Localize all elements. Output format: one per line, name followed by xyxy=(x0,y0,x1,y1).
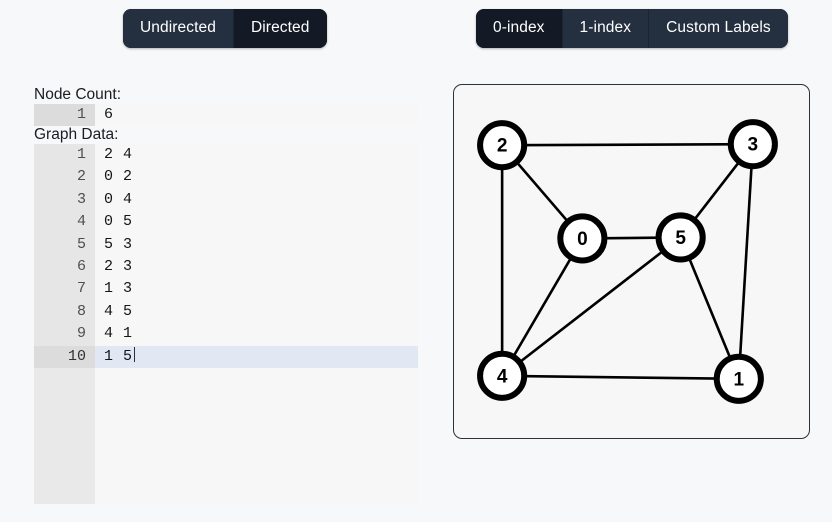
editor-line[interactable]: 4 0 5 xyxy=(34,211,418,234)
graph-data-editor[interactable]: 1 2 4 2 0 2 3 0 4 4 0 5 5 5 3 6 2 3 7 1 3 8 4 5 9 4 1 10 1 … xyxy=(34,144,418,504)
graph-node-label: 2 xyxy=(497,136,508,157)
graph-edge xyxy=(501,236,682,377)
graph-node-1[interactable]: 1 xyxy=(713,353,764,404)
graph-node-label: 5 xyxy=(675,228,686,249)
line-number: 3 xyxy=(34,188,95,212)
graph-node-3[interactable]: 3 xyxy=(727,119,778,170)
graph-node-label: 3 xyxy=(748,135,759,156)
editor-line[interactable]: 8 4 5 xyxy=(34,300,418,324)
line-text[interactable]: 2 4 xyxy=(104,146,133,163)
graph-edge xyxy=(737,144,755,379)
graph-node-label: 0 xyxy=(577,229,588,250)
graph-node-label: 4 xyxy=(497,366,508,387)
line-number: 2 xyxy=(34,166,95,189)
graph-node-circle[interactable] xyxy=(477,120,528,171)
line-number: 7 xyxy=(34,278,95,301)
editor-line[interactable]: 2 0 2 xyxy=(34,166,418,189)
graph-edge xyxy=(679,236,741,380)
editor-line[interactable]: 3 0 4 xyxy=(34,188,418,212)
line-number: 8 xyxy=(34,300,95,324)
graph-node-2[interactable]: 2 xyxy=(477,120,528,171)
line-number: 1 xyxy=(34,144,95,167)
graph-node-circle[interactable] xyxy=(655,212,706,263)
graph-nodes-layer: 2 3 0 5 4 1 xyxy=(477,119,778,404)
line-text[interactable]: 6 xyxy=(104,106,114,123)
line-number: 5 xyxy=(34,233,95,256)
line-text[interactable]: 0 2 xyxy=(104,168,133,186)
editor-line[interactable]: 1 2 4 xyxy=(34,144,418,167)
graph-node-label: 1 xyxy=(734,369,745,390)
node-indexing-toggle-option-0-index[interactable]: 0-index xyxy=(476,9,562,48)
line-text[interactable]: 0 5 xyxy=(104,213,133,231)
editor-line[interactable]: 6 2 3 xyxy=(34,255,418,279)
editor-body-filler[interactable] xyxy=(95,368,418,504)
editor-line[interactable]: 10 1 5 xyxy=(34,345,418,368)
graph-node-circle[interactable] xyxy=(727,119,778,170)
editor-line[interactable]: 9 4 1 xyxy=(34,323,418,346)
line-number: 4 xyxy=(34,211,95,234)
node-count-label: Node Count: xyxy=(34,86,122,103)
line-text[interactable]: 4 5 xyxy=(104,302,133,320)
graph-node-circle[interactable] xyxy=(557,213,608,264)
graph-node-circle[interactable] xyxy=(713,353,764,404)
node-indexing-toggle-option-1-index[interactable]: 1-index xyxy=(561,9,649,48)
graph-edges-layer xyxy=(500,142,755,381)
node-indexing-toggle-option-custom-labels[interactable]: Custom Labels xyxy=(648,9,788,48)
graph-data-label: Graph Data: xyxy=(34,126,119,143)
graph-visualization-canvas[interactable]: 2 3 0 5 4 1 xyxy=(453,84,810,439)
line-text[interactable]: 1 5 xyxy=(104,346,135,365)
graph-node-4[interactable]: 4 xyxy=(477,350,528,401)
line-text[interactable]: 5 3 xyxy=(104,235,133,253)
graph-edge xyxy=(501,237,584,377)
line-text[interactable]: 1 3 xyxy=(104,280,133,298)
graph-node-0[interactable]: 0 xyxy=(557,213,608,264)
graph-node-5[interactable]: 5 xyxy=(655,212,706,263)
line-text[interactable]: 2 3 xyxy=(104,257,133,275)
editor-line[interactable]: 5 5 3 xyxy=(34,233,418,256)
line-text[interactable]: 0 4 xyxy=(104,190,133,208)
line-number: 10 xyxy=(34,345,95,368)
graph-node-circle[interactable] xyxy=(477,350,528,401)
line-text[interactable]: 4 1 xyxy=(104,325,133,343)
graph-direction-toggle-option-undirected[interactable]: Undirected xyxy=(123,9,233,48)
graph-edge xyxy=(502,142,753,147)
line-number: 1 xyxy=(34,104,95,127)
gutter-filler xyxy=(34,368,95,504)
graph-direction-toggle-option-directed[interactable]: Directed xyxy=(232,9,327,48)
graph-edge xyxy=(502,374,739,381)
line-number: 9 xyxy=(34,323,95,346)
text-caret xyxy=(133,346,135,362)
graph-svg: 2 3 0 5 4 1 xyxy=(477,119,778,404)
editor-line[interactable]: 7 1 3 xyxy=(34,278,418,301)
line-number: 6 xyxy=(34,255,95,279)
